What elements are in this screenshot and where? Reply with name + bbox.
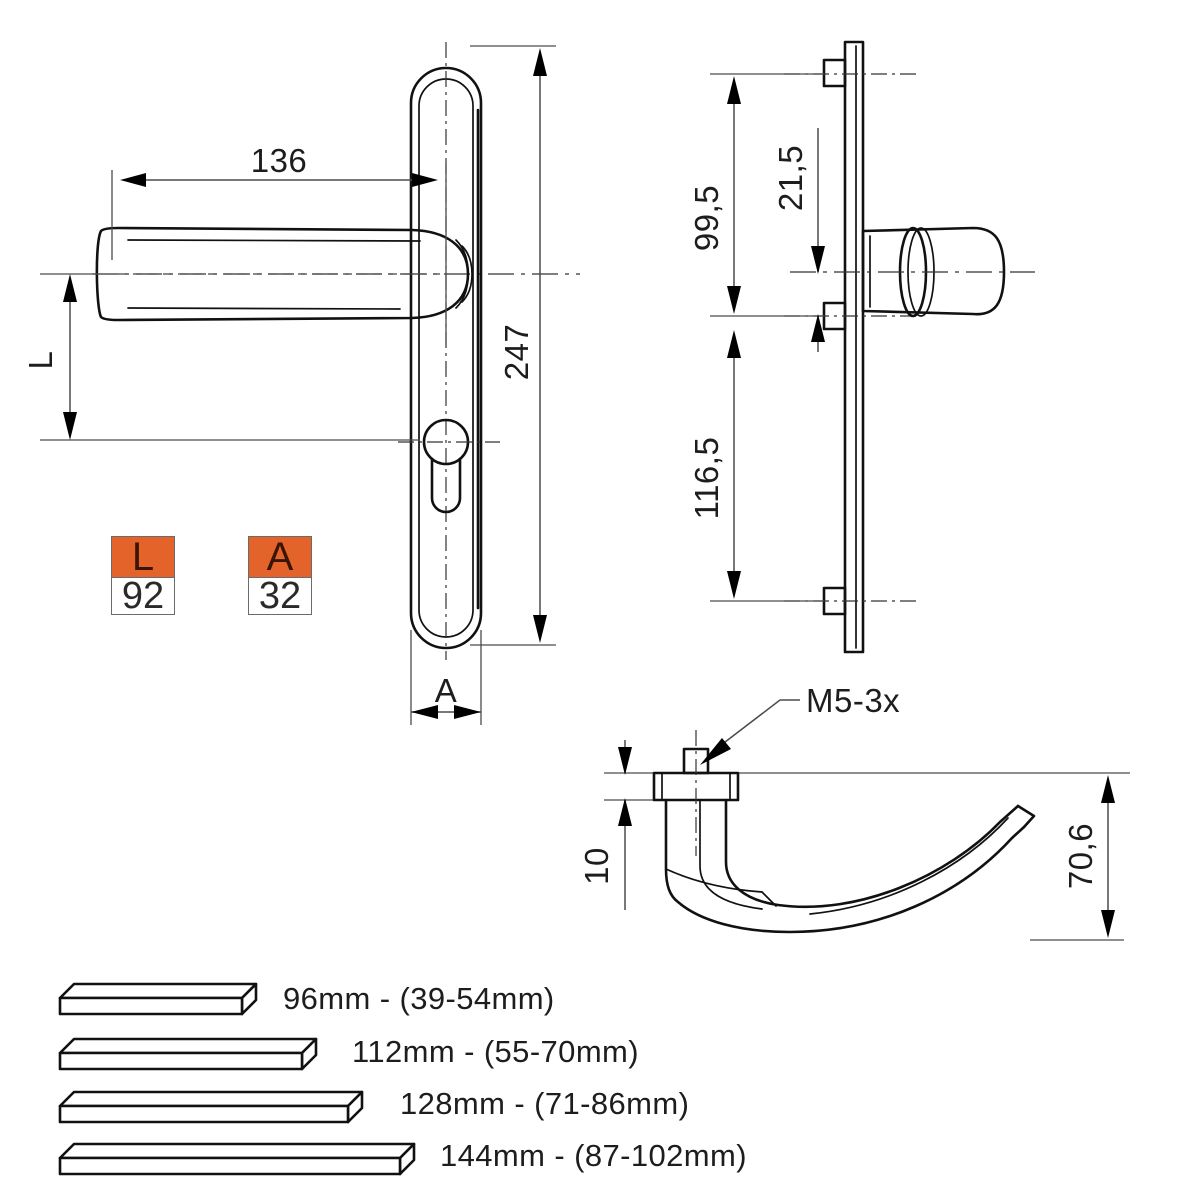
dim-116-5-arrow-top (727, 330, 741, 358)
spacer-label-1: 96mm - (39-54mm) (283, 981, 555, 1016)
dim-247-label: 247 (498, 324, 535, 381)
dim-L: L (22, 273, 420, 441)
dim-70-6-label: 70,6 (1062, 823, 1099, 889)
lever-highlight-top (127, 239, 421, 242)
dim-99-5-arrow-bottom (727, 286, 741, 314)
spacer-bar-3-front (58, 1104, 350, 1124)
dim-116-5-arrow-bottom (727, 571, 741, 599)
dim-L-arrow-bottom (63, 412, 77, 440)
lever-highlight-bottom (127, 307, 401, 310)
side-view: 99,5 21,5 116,5 (688, 40, 1035, 654)
dim-21-5-arrow-up (811, 314, 825, 342)
lever-tip-inner (461, 245, 473, 303)
lever-handle-outline (95, 226, 470, 322)
callout-m5-label: M5-3x (806, 682, 900, 719)
dim-136-label: 136 (251, 142, 308, 179)
dim-21-5-arrow-down (811, 246, 825, 274)
lever-facet-line (761, 891, 777, 907)
dim-247: 247 (470, 45, 556, 646)
spacer-bar-3 (58, 1090, 364, 1124)
dim-10-label: 10 (578, 847, 615, 885)
lever-body-outer (664, 798, 1026, 934)
spacer-bar-1-top (58, 982, 258, 1000)
spacer-bar-3-top (58, 1090, 364, 1108)
dim-L-arrow-top (63, 274, 77, 302)
spindle-boss-outline (861, 226, 1006, 316)
lever-fillet-line (665, 868, 763, 893)
lever-boss-collar (652, 771, 740, 802)
dim-247-arrow-bottom (533, 615, 547, 643)
lever-highlight-curve (809, 817, 1009, 915)
dim-136-arrow-right (412, 173, 438, 187)
lever-body-inner (724, 798, 1020, 909)
spacer-list-graphics: 96mm - (39-54mm) 112mm - (55-70mm) 128mm… (58, 981, 747, 1176)
spacer-bar-4-front (58, 1156, 402, 1176)
lever-inner-edge-line (699, 799, 763, 910)
dim-A: A (410, 630, 482, 725)
lever-detail-view: M5-3x 10 70,6 (578, 682, 1130, 941)
callout-m5-arrow (700, 738, 731, 765)
side-plate-body (843, 40, 865, 654)
dim-70-6-arrow-top (1101, 775, 1115, 803)
side-stud-top (822, 58, 847, 88)
legend-A-value: 32 (248, 577, 312, 615)
dim-L-label: L (22, 351, 59, 370)
spacer-bar-4-top (58, 1142, 416, 1160)
dim-136: 136 (111, 142, 447, 345)
legend-item-L: L 92 (111, 536, 175, 615)
spacer-bar-2-front (58, 1051, 304, 1071)
spacer-label-3: 128mm - (71-86mm) (400, 1086, 689, 1121)
spacer-bar-2-top (58, 1037, 318, 1055)
backplate-outline (409, 66, 483, 650)
dim-A-label: A (435, 672, 458, 709)
spacer-bar-2 (58, 1037, 318, 1071)
dim-A-arrow-right (454, 705, 481, 719)
dim-70-6-arrow-bottom (1101, 910, 1115, 938)
dim-99-5-arrow-top (727, 76, 741, 104)
lever-tip-inner-2 (455, 239, 469, 309)
dim-99-5: 99,5 (688, 73, 824, 317)
dim-21-5-label: 21,5 (772, 145, 809, 211)
spacer-label-2: 112mm - (55-70mm) (352, 1034, 639, 1069)
dim-10: 10 (578, 740, 632, 910)
lever-tip-face (1016, 804, 1036, 829)
keyhole-slot (430, 457, 462, 514)
legend-L-key: L (111, 536, 175, 577)
backplate-inner-edge (418, 78, 474, 638)
front-view: 136 247 L A (22, 42, 580, 725)
legend-L-value: 92 (111, 577, 175, 615)
dim-70-6: 70,6 (1030, 775, 1124, 941)
spacer-bar-4 (58, 1142, 416, 1176)
dim-116-5: 116,5 (688, 330, 824, 602)
dim-136-arrow-left (120, 173, 146, 187)
callout-m5: M5-3x (695, 682, 900, 856)
legend-item-A: A 32 (248, 536, 312, 615)
dim-10-arrow-down (618, 747, 632, 775)
dim-247-arrow-top (533, 48, 547, 76)
spacer-bar-1 (58, 982, 258, 1016)
dim-116-5-label: 116,5 (688, 437, 725, 520)
spacer-label-4: 144mm - (87-102mm) (440, 1138, 747, 1173)
dim-A-arrow-left (411, 705, 438, 719)
dim-99-5-label: 99,5 (688, 185, 725, 251)
spacer-bar-1-front (58, 996, 244, 1016)
dim-21-5: 21,5 (772, 128, 825, 352)
legend-A-key: A (248, 536, 312, 577)
dim-10-arrow-up (618, 798, 632, 826)
